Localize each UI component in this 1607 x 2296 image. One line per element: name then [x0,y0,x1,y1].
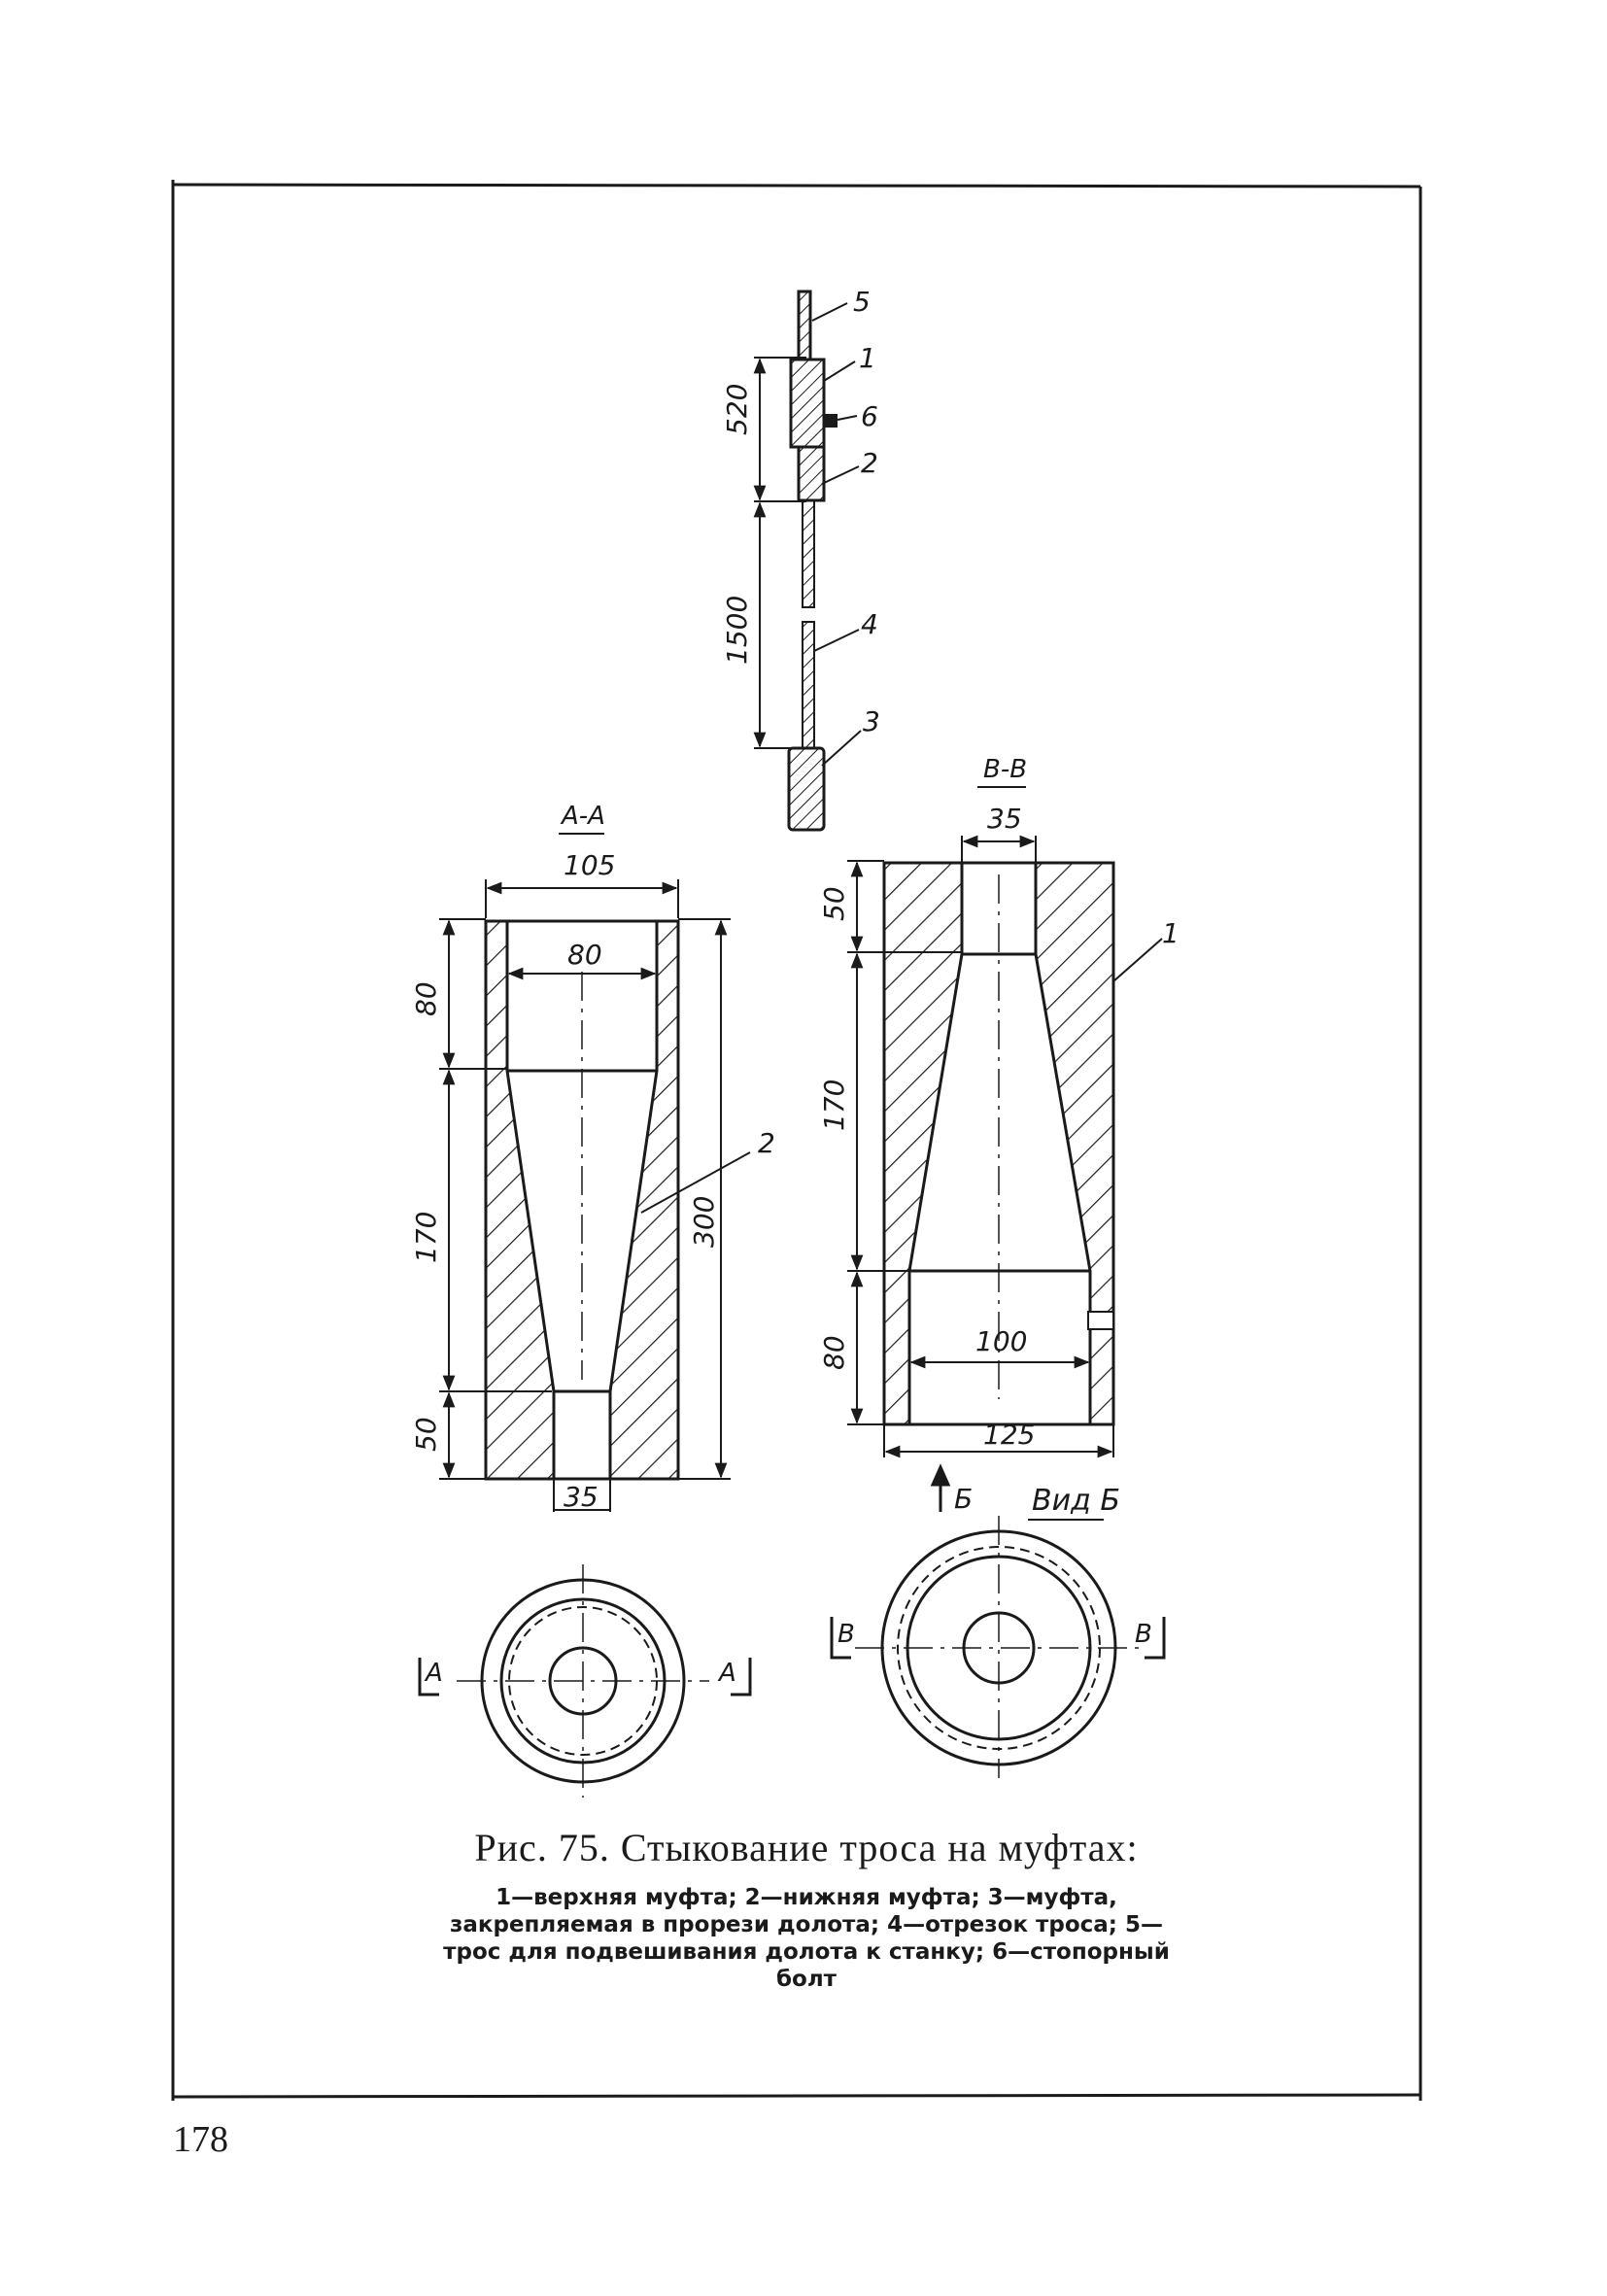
vv-bore-100: 100 [975,1325,1027,1357]
callout-5: 5 [853,286,871,318]
bit-coupling [787,746,826,832]
stop-bolt [824,414,838,428]
figure-caption: Рис. 75. Стыкование троса на муфтах: 1—в… [427,1825,1185,1993]
section-vv: В-В 35 50 170 80 [818,755,1180,1521]
callout-4: 4 [861,608,878,640]
view-title: Вид Б [1032,1484,1120,1518]
end-view-aa [457,1564,709,1798]
vv-wall-left [882,861,964,1426]
vv-bolt-hole [1087,1311,1114,1330]
cable-segment-upper [802,499,815,608]
aa-width-105: 105 [564,849,615,881]
callout-2: 2 [861,447,878,479]
caption-legend: 1—верхняя муфта; 2—нижняя муфта; 3—муфта… [443,1885,1170,1992]
cut-marks-aa [418,1658,752,1696]
aa-height-170: 170 [410,1212,442,1263]
aa-callout-2: 2 [758,1127,775,1159]
vv-callout-1: 1 [1162,917,1180,949]
section-vv-title: В-В [983,755,1027,784]
cut-mark-v-right: В [1135,1620,1152,1649]
page-frame [171,180,1422,2101]
aa-wall-left [484,919,556,1481]
aa-height-80: 80 [410,981,442,1016]
cut-marks-vv [830,1617,1166,1660]
vv-height-50: 50 [818,886,850,921]
dimension-520: 520 [721,384,753,435]
vv-bore-35: 35 [987,803,1022,835]
callout-3: 3 [863,705,880,737]
vv-height-80: 80 [818,1335,850,1370]
vv-width-125: 125 [983,1419,1035,1451]
cut-mark-v-left: В [838,1620,855,1649]
vv-wall-right [1034,861,1115,1426]
view-arrow-label: Б [954,1483,973,1515]
aa-bore-35: 35 [564,1481,598,1513]
aa-bore-80: 80 [567,939,602,971]
section-aa-title: А-А [560,802,605,831]
view-arrow-b [930,1463,951,1512]
aa-height-50: 50 [410,1417,442,1452]
vv-height-170: 170 [818,1079,850,1131]
dimension-1500: 1500 [721,596,753,665]
callout-6: 6 [861,400,878,432]
page-number: 178 [173,2119,228,2160]
assembly-view: 520 1500 5 1 6 2 4 3 [721,286,880,832]
upper-coupling [789,358,826,449]
lower-coupling [797,445,826,502]
callout-1: 1 [859,342,876,374]
aa-total-300: 300 [688,1196,720,1248]
section-aa: А-А 105 80 [410,802,775,1513]
aa-wall-right [608,919,680,1481]
end-view-b [855,1516,1143,1778]
cut-mark-a-left: А [424,1659,443,1688]
cut-mark-a-right: А [717,1659,736,1688]
caption-title: Рис. 75. Стыкование троса на муфтах: [474,1826,1139,1869]
cable-segment-lower [802,621,815,749]
upper-cable [797,290,812,361]
